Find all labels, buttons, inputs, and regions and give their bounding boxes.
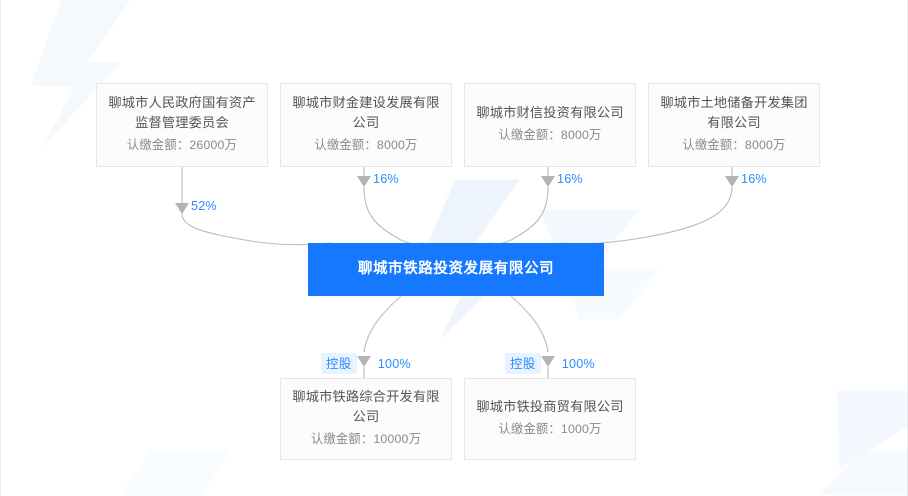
node-title: 聊城市人民政府国有资产 监督管理委员会 (108, 95, 256, 130)
node-capital: 认缴金额：8000万 (314, 138, 418, 152)
node-title: 聊城市铁路投资发展有限公司 (357, 260, 555, 277)
subsidiary-node-2[interactable]: 聊城市铁投商贸有限公司 认缴金额：1000万 (464, 378, 636, 460)
center-company-node[interactable]: 聊城市铁路投资发展有限公司 (308, 243, 604, 296)
node-capital: 认缴金额：10000万 (310, 432, 422, 446)
edge-label-subsidiary-2: 控股 100% (505, 353, 595, 374)
arrowhead (541, 176, 555, 187)
shareholder-node-1[interactable]: 聊城市人民政府国有资产 监督管理委员会 认缴金额：26000万 (96, 83, 268, 167)
shareholder-node-3[interactable]: 聊城市财信投资有限公司 认缴金额：8000万 (464, 83, 636, 167)
edge-percent: 16% (373, 172, 399, 186)
edge-percent: 16% (557, 172, 583, 186)
node-title: 聊城市财金建设发展有限 公司 (292, 95, 440, 130)
subsidiary-node-1[interactable]: 聊城市铁路综合开发有限 公司 认缴金额：10000万 (280, 378, 452, 460)
arrowhead (725, 176, 739, 187)
edge-label-subsidiary-1: 控股 100% (321, 353, 411, 374)
edge-label-shareholder-3: 16% (557, 172, 583, 186)
relation-badge: 控股 (321, 353, 357, 374)
node-capital: 认缴金额：8000万 (498, 128, 602, 142)
arrowhead (357, 176, 371, 187)
shareholder-node-4[interactable]: 聊城市土地储备开发集团 有限公司 认缴金额：8000万 (648, 83, 820, 167)
edge-percent: 100% (561, 356, 595, 371)
node-capital: 认缴金额：26000万 (126, 138, 238, 152)
node-capital: 认缴金额：1000万 (498, 422, 602, 436)
edge-percent: 100% (377, 356, 411, 371)
node-title: 聊城市土地储备开发集团 有限公司 (660, 95, 808, 130)
node-title: 聊城市铁投商贸有限公司 (476, 399, 624, 414)
node-title: 聊城市铁路综合开发有限 公司 (292, 389, 440, 424)
node-title: 聊城市财信投资有限公司 (476, 105, 624, 120)
edge-percent: 52% (191, 199, 217, 213)
node-capital: 认缴金额：8000万 (682, 138, 786, 152)
relation-badge: 控股 (505, 353, 541, 374)
shareholder-node-2[interactable]: 聊城市财金建设发展有限 公司 认缴金额：8000万 (280, 83, 452, 167)
arrowhead (175, 203, 189, 214)
edge-percent: 16% (741, 172, 767, 186)
edge-label-shareholder-2: 16% (373, 172, 399, 186)
edge-label-shareholder-1: 52% (191, 199, 217, 213)
edge-label-shareholder-4: 16% (741, 172, 767, 186)
